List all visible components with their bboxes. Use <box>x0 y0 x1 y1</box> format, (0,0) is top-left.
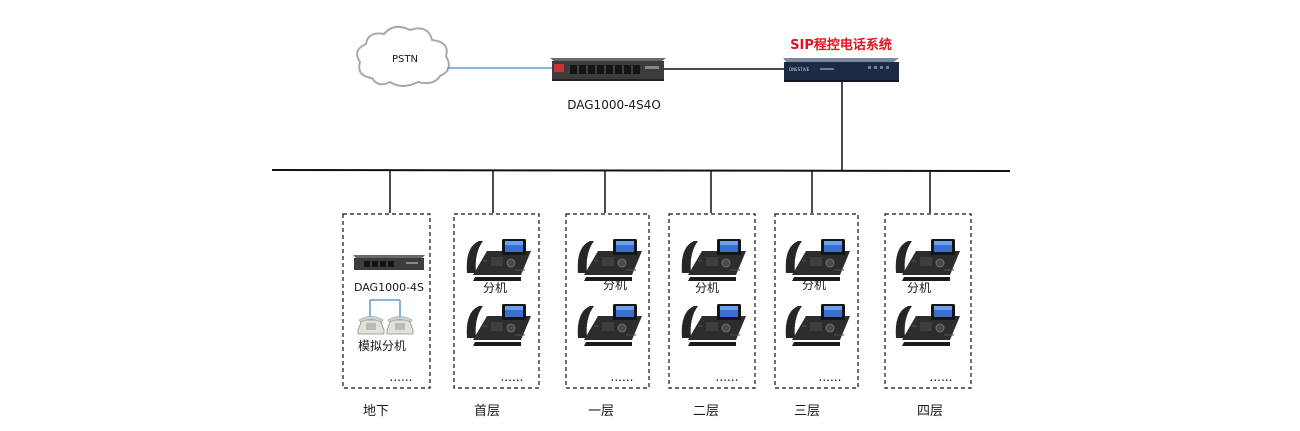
ip-phone-icon <box>681 303 747 347</box>
ip-phone-icon <box>895 238 961 282</box>
ext-label: 分机 <box>695 281 719 295</box>
ext-label: 分机 <box>603 278 627 292</box>
gateway-dag1000-4s <box>353 255 425 270</box>
floor-label-basement: 地下 <box>363 404 389 419</box>
ip-phone-icon <box>577 303 643 347</box>
zone-basement: DAG1000-4S 模拟分机 ...... <box>342 213 431 389</box>
analog-label: 模拟分机 <box>358 339 406 353</box>
network-bus <box>271 169 1011 172</box>
analog-links <box>369 299 401 318</box>
floor-label: 二层 <box>693 404 719 419</box>
analog-phone-icon <box>386 316 414 335</box>
ext-label: 分机 <box>907 281 931 295</box>
ippbx-label: SIP程控电话系统 <box>790 37 892 53</box>
ippbx-front-text: ONESTIVE <box>789 67 810 72</box>
zone-floor-5: 分机 ...... <box>884 213 972 389</box>
ip-phone-icon <box>466 303 532 347</box>
zone-floor-3: 分机 ...... <box>668 213 756 389</box>
ip-phone-icon <box>785 238 851 282</box>
ip-phone-icon <box>577 238 643 282</box>
gateway-main-label: DAG1000-4S4O <box>567 98 661 112</box>
analog-phone-icon <box>357 316 385 335</box>
zone-floor-2: 分机 ...... <box>565 213 650 389</box>
ippbx-device: ONESTIVE <box>783 58 899 82</box>
floor-dots: ...... <box>501 370 524 384</box>
ip-phone-icon <box>785 303 851 347</box>
zone-floor-4: 分机 ...... <box>774 213 859 389</box>
floor-label: 一层 <box>588 404 614 419</box>
ext-label: 分机 <box>483 281 507 295</box>
basement-gateway-label: DAG1000-4S <box>354 281 424 294</box>
ip-phone-icon <box>681 238 747 282</box>
floor-label: 四层 <box>917 404 943 419</box>
floor-dots: ...... <box>716 370 739 384</box>
pstn-label: PSTN <box>392 54 418 65</box>
pstn-cloud: PSTN <box>356 25 450 87</box>
ip-phone-icon <box>895 303 961 347</box>
gateway-dag1000-4s4o <box>550 58 666 81</box>
ext-label: 分机 <box>802 278 826 292</box>
floor-label: 首层 <box>474 404 500 419</box>
zone-floor-1: 分机 ...... <box>453 213 540 389</box>
drop-lines <box>389 170 931 213</box>
ip-phone-icon <box>466 238 532 282</box>
floor-dots: ...... <box>930 370 953 384</box>
basement-dots: ...... <box>390 370 413 384</box>
floor-dots: ...... <box>819 370 842 384</box>
floor-label: 三层 <box>794 404 820 419</box>
floor-dots: ...... <box>611 370 634 384</box>
